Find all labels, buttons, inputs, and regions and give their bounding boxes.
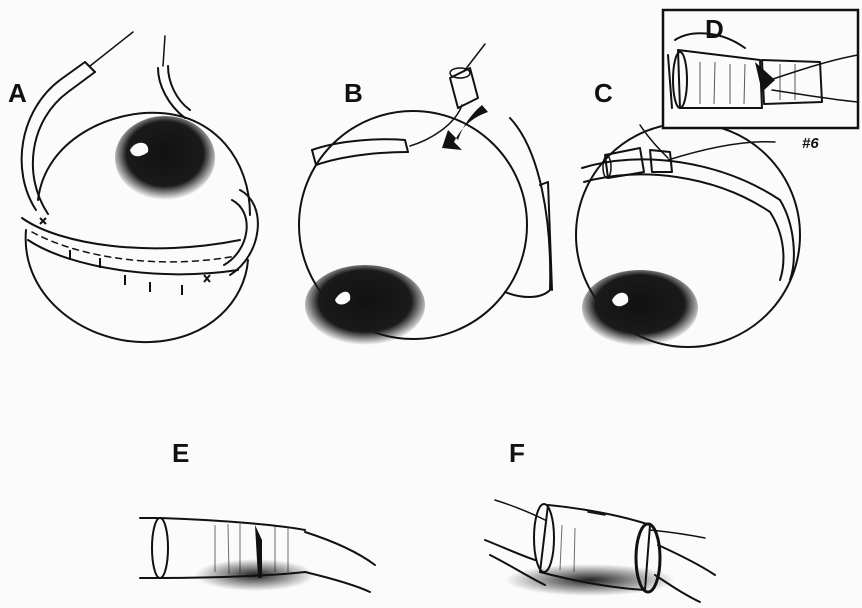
panel-f-detail (485, 500, 715, 602)
panel-a-cornea (115, 116, 215, 200)
panel-b-eyeball (299, 44, 552, 345)
panel-b-cornea (305, 265, 425, 345)
panel-label-c: C (594, 80, 613, 106)
panel-a-eyeball (22, 32, 258, 342)
panel-e-detail (140, 518, 375, 592)
panel-label-b: B (344, 80, 363, 106)
panel-label-a: A (8, 80, 27, 106)
panel-c-cornea (582, 270, 698, 346)
annotation-note: #6 (802, 136, 819, 151)
panel-label-d: D (705, 16, 724, 42)
panel-d-inset (663, 10, 858, 128)
panel-label-e: E (172, 440, 189, 466)
panel-label-f: F (509, 440, 525, 466)
panel-c-eyeball (576, 123, 800, 347)
